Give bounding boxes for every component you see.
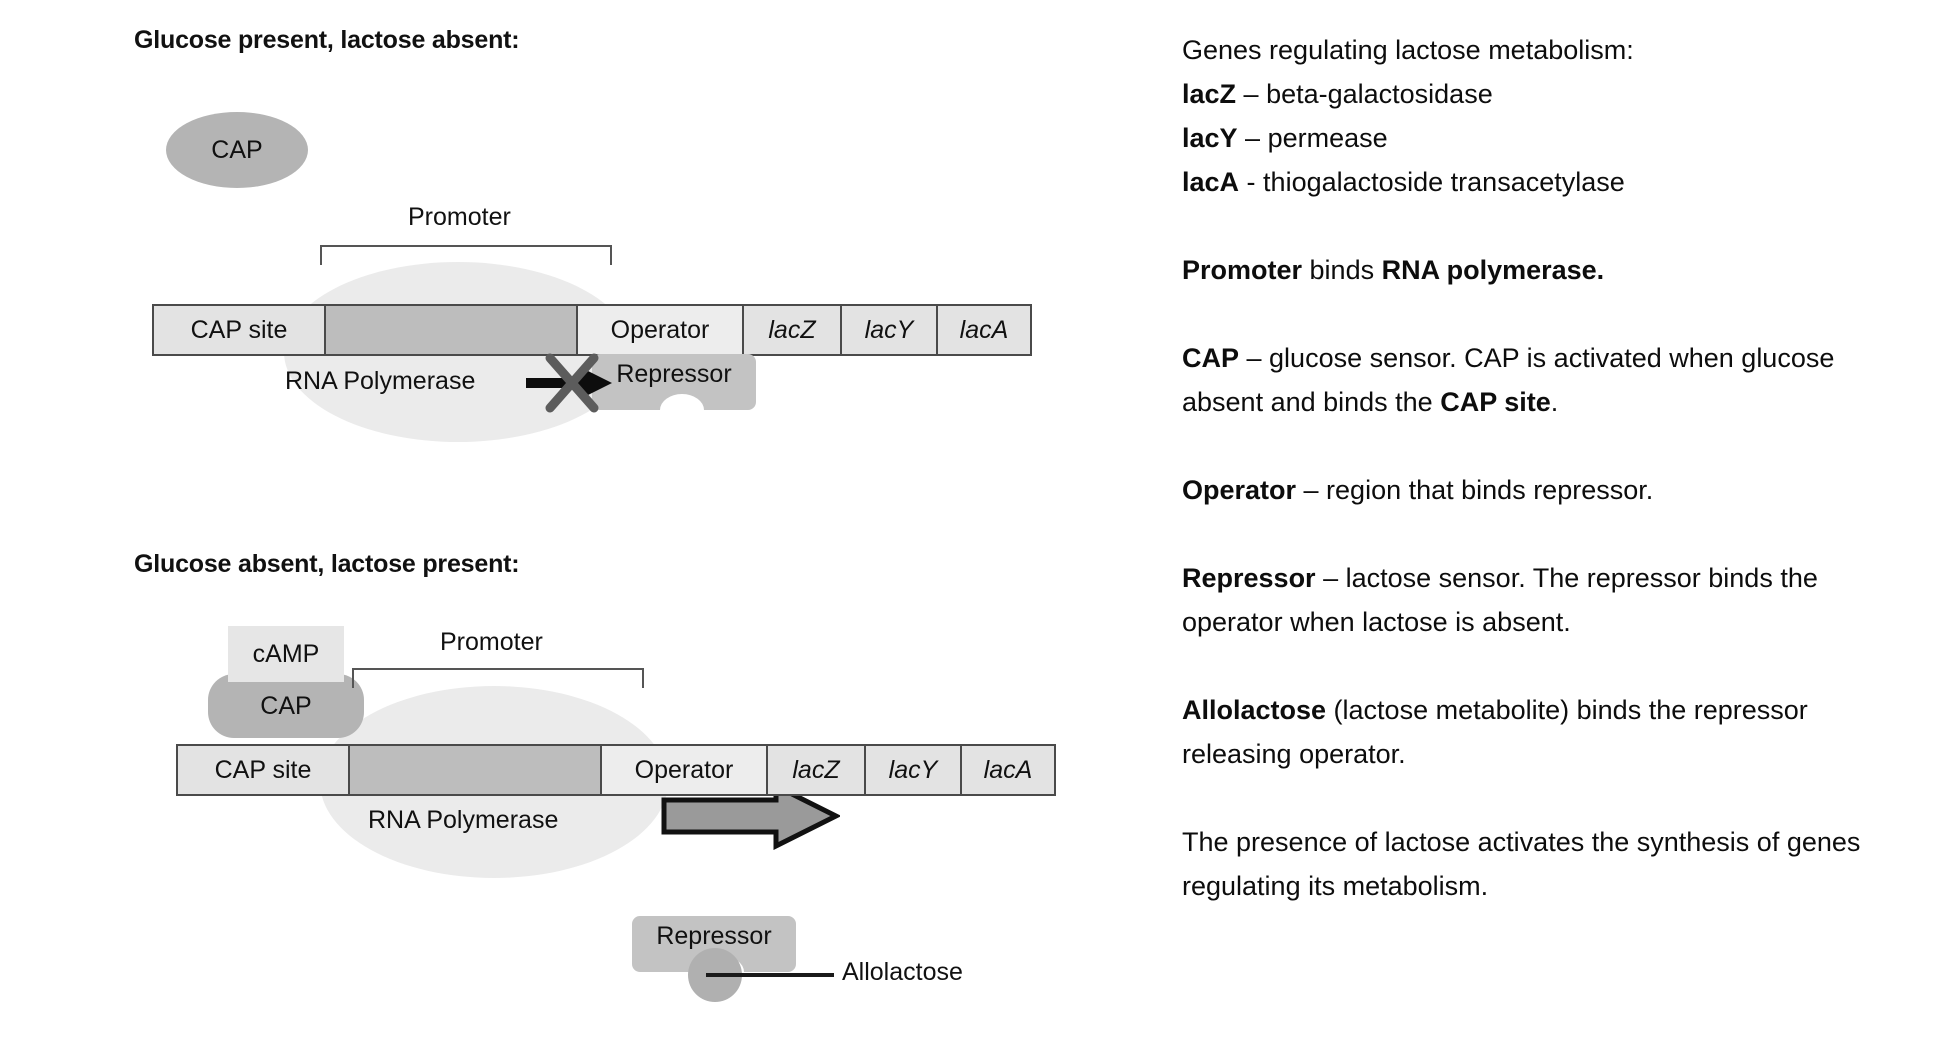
gene-cell-lacy: lacY xyxy=(842,306,938,354)
notes-cap-text-1: – glucose sensor. CAP is activated when … xyxy=(1182,343,1835,417)
gene-cell-operator-bottom: Operator xyxy=(602,746,768,794)
notes-cap-text-2: . xyxy=(1550,387,1559,417)
promoter-label-bottom: Promoter xyxy=(440,628,543,656)
spacer-2 xyxy=(1182,292,1922,336)
gene-cell-lacz-bottom: lacZ xyxy=(768,746,866,794)
gene-cell-laca: lacA xyxy=(938,306,1030,354)
notes-promoter-bold-2: RNA polymerase. xyxy=(1381,255,1605,285)
cap-bottom-label: CAP xyxy=(260,691,312,720)
gene-desc-lacy: permease xyxy=(1267,123,1388,153)
spacer-4 xyxy=(1182,512,1922,556)
gene-cell-cap-site-bottom: CAP site xyxy=(178,746,350,794)
gene-desc-laca: thiogalactoside transacetylase xyxy=(1263,167,1625,197)
notes-allolactose-bold: Allolactose xyxy=(1182,695,1327,725)
gene-desc-lacz: beta-galactosidase xyxy=(1266,79,1493,109)
notes-cap: CAP – glucose sensor. CAP is activated w… xyxy=(1182,336,1922,424)
notes-allolactose-text: (lactose metabolite) binds the repressor… xyxy=(1182,695,1808,769)
notes-gene-lacz: lacZ – beta-galactosidase xyxy=(1182,72,1922,116)
bottom-panel-title: Glucose absent, lactose present: xyxy=(134,550,520,578)
gene-sep-laca: - xyxy=(1239,167,1264,197)
top-panel-title: Glucose present, lactose absent: xyxy=(134,26,520,54)
gene-cell-lacy-bottom: lacY xyxy=(866,746,962,794)
allolactose-leader-line xyxy=(706,973,834,977)
promoter-label-top: Promoter xyxy=(408,203,511,231)
notes-cap-bold-2: CAP site xyxy=(1440,387,1551,417)
notes-promoter: Promoter binds RNA polymerase. xyxy=(1182,248,1922,292)
notes-gene-lacy: lacY – permease xyxy=(1182,116,1922,160)
repressor-notched-rect-icon xyxy=(592,354,756,410)
spacer-1 xyxy=(1182,204,1922,248)
transcription-arrow xyxy=(660,781,842,851)
repressor-shape-top: Repressor xyxy=(592,354,756,410)
right-block-arrow-icon xyxy=(661,781,842,851)
notes-cap-bold-1: CAP xyxy=(1182,343,1240,373)
gene-sep-lacy: – xyxy=(1237,123,1268,153)
notes-panel: Genes regulating lactose metabolism: lac… xyxy=(1182,28,1922,908)
notes-operator: Operator – region that binds repressor. xyxy=(1182,468,1922,512)
promoter-bracket-top xyxy=(320,245,612,265)
arrow-with-x-icon xyxy=(526,353,612,413)
notes-operator-bold: Operator xyxy=(1182,475,1297,505)
gene-cell-promoter-bottom xyxy=(350,746,602,794)
camp-box: cAMP xyxy=(228,626,344,682)
notes-promoter-bold-1: Promoter xyxy=(1182,255,1303,285)
notes-repressor: Repressor – lactose sensor. The represso… xyxy=(1182,556,1922,644)
gene-name-laca: lacA xyxy=(1182,167,1240,197)
cap-oval-label: CAP xyxy=(211,135,263,164)
cap-protein-bottom: CAP xyxy=(208,674,364,738)
notes-summary: The presence of lactose activates the sy… xyxy=(1182,827,1861,901)
blocked-binding-arrow-top xyxy=(524,352,616,414)
notes-allolactose: Allolactose (lactose metabolite) binds t… xyxy=(1182,688,1922,776)
gene-cell-promoter xyxy=(326,306,578,354)
notes-repressor-bold: Repressor xyxy=(1182,563,1316,593)
gene-cell-lacz: lacZ xyxy=(744,306,842,354)
spacer-5 xyxy=(1182,644,1922,688)
gene-name-lacy: lacY xyxy=(1182,123,1238,153)
spacer-6 xyxy=(1182,776,1922,820)
repressor-notched-rect-icon-bottom xyxy=(632,916,796,972)
notes-gene-laca: lacA - thiogalactoside transacetylase xyxy=(1182,160,1922,204)
gene-cell-laca-bottom: lacA xyxy=(962,746,1054,794)
rna-polymerase-label-bottom: RNA Polymerase xyxy=(368,806,559,834)
allolactose-label: Allolactose xyxy=(842,958,963,986)
notes-promoter-mid: binds xyxy=(1302,255,1382,285)
gene-map-top: CAP site Operator lacZ lacY lacA xyxy=(152,304,1032,356)
spacer-3 xyxy=(1182,424,1922,468)
camp-label: cAMP xyxy=(252,639,320,668)
cap-protein-oval-top: CAP xyxy=(166,112,308,188)
promoter-bracket-bottom xyxy=(352,668,644,688)
notes-repressor-text: – lactose sensor. The repressor binds th… xyxy=(1182,563,1818,637)
rna-polymerase-label-top: RNA Polymerase xyxy=(285,367,476,395)
gene-sep-lacz: – xyxy=(1236,79,1267,109)
gene-name-lacz: lacZ xyxy=(1182,79,1237,109)
gene-cell-operator: Operator xyxy=(578,306,744,354)
notes-genes-heading: Genes regulating lactose metabolism: xyxy=(1182,35,1634,65)
notes-operator-text: – region that binds repressor. xyxy=(1296,475,1654,505)
gene-map-bottom: CAP site Operator lacZ lacY lacA xyxy=(176,744,1056,796)
gene-cell-cap-site: CAP site xyxy=(154,306,326,354)
